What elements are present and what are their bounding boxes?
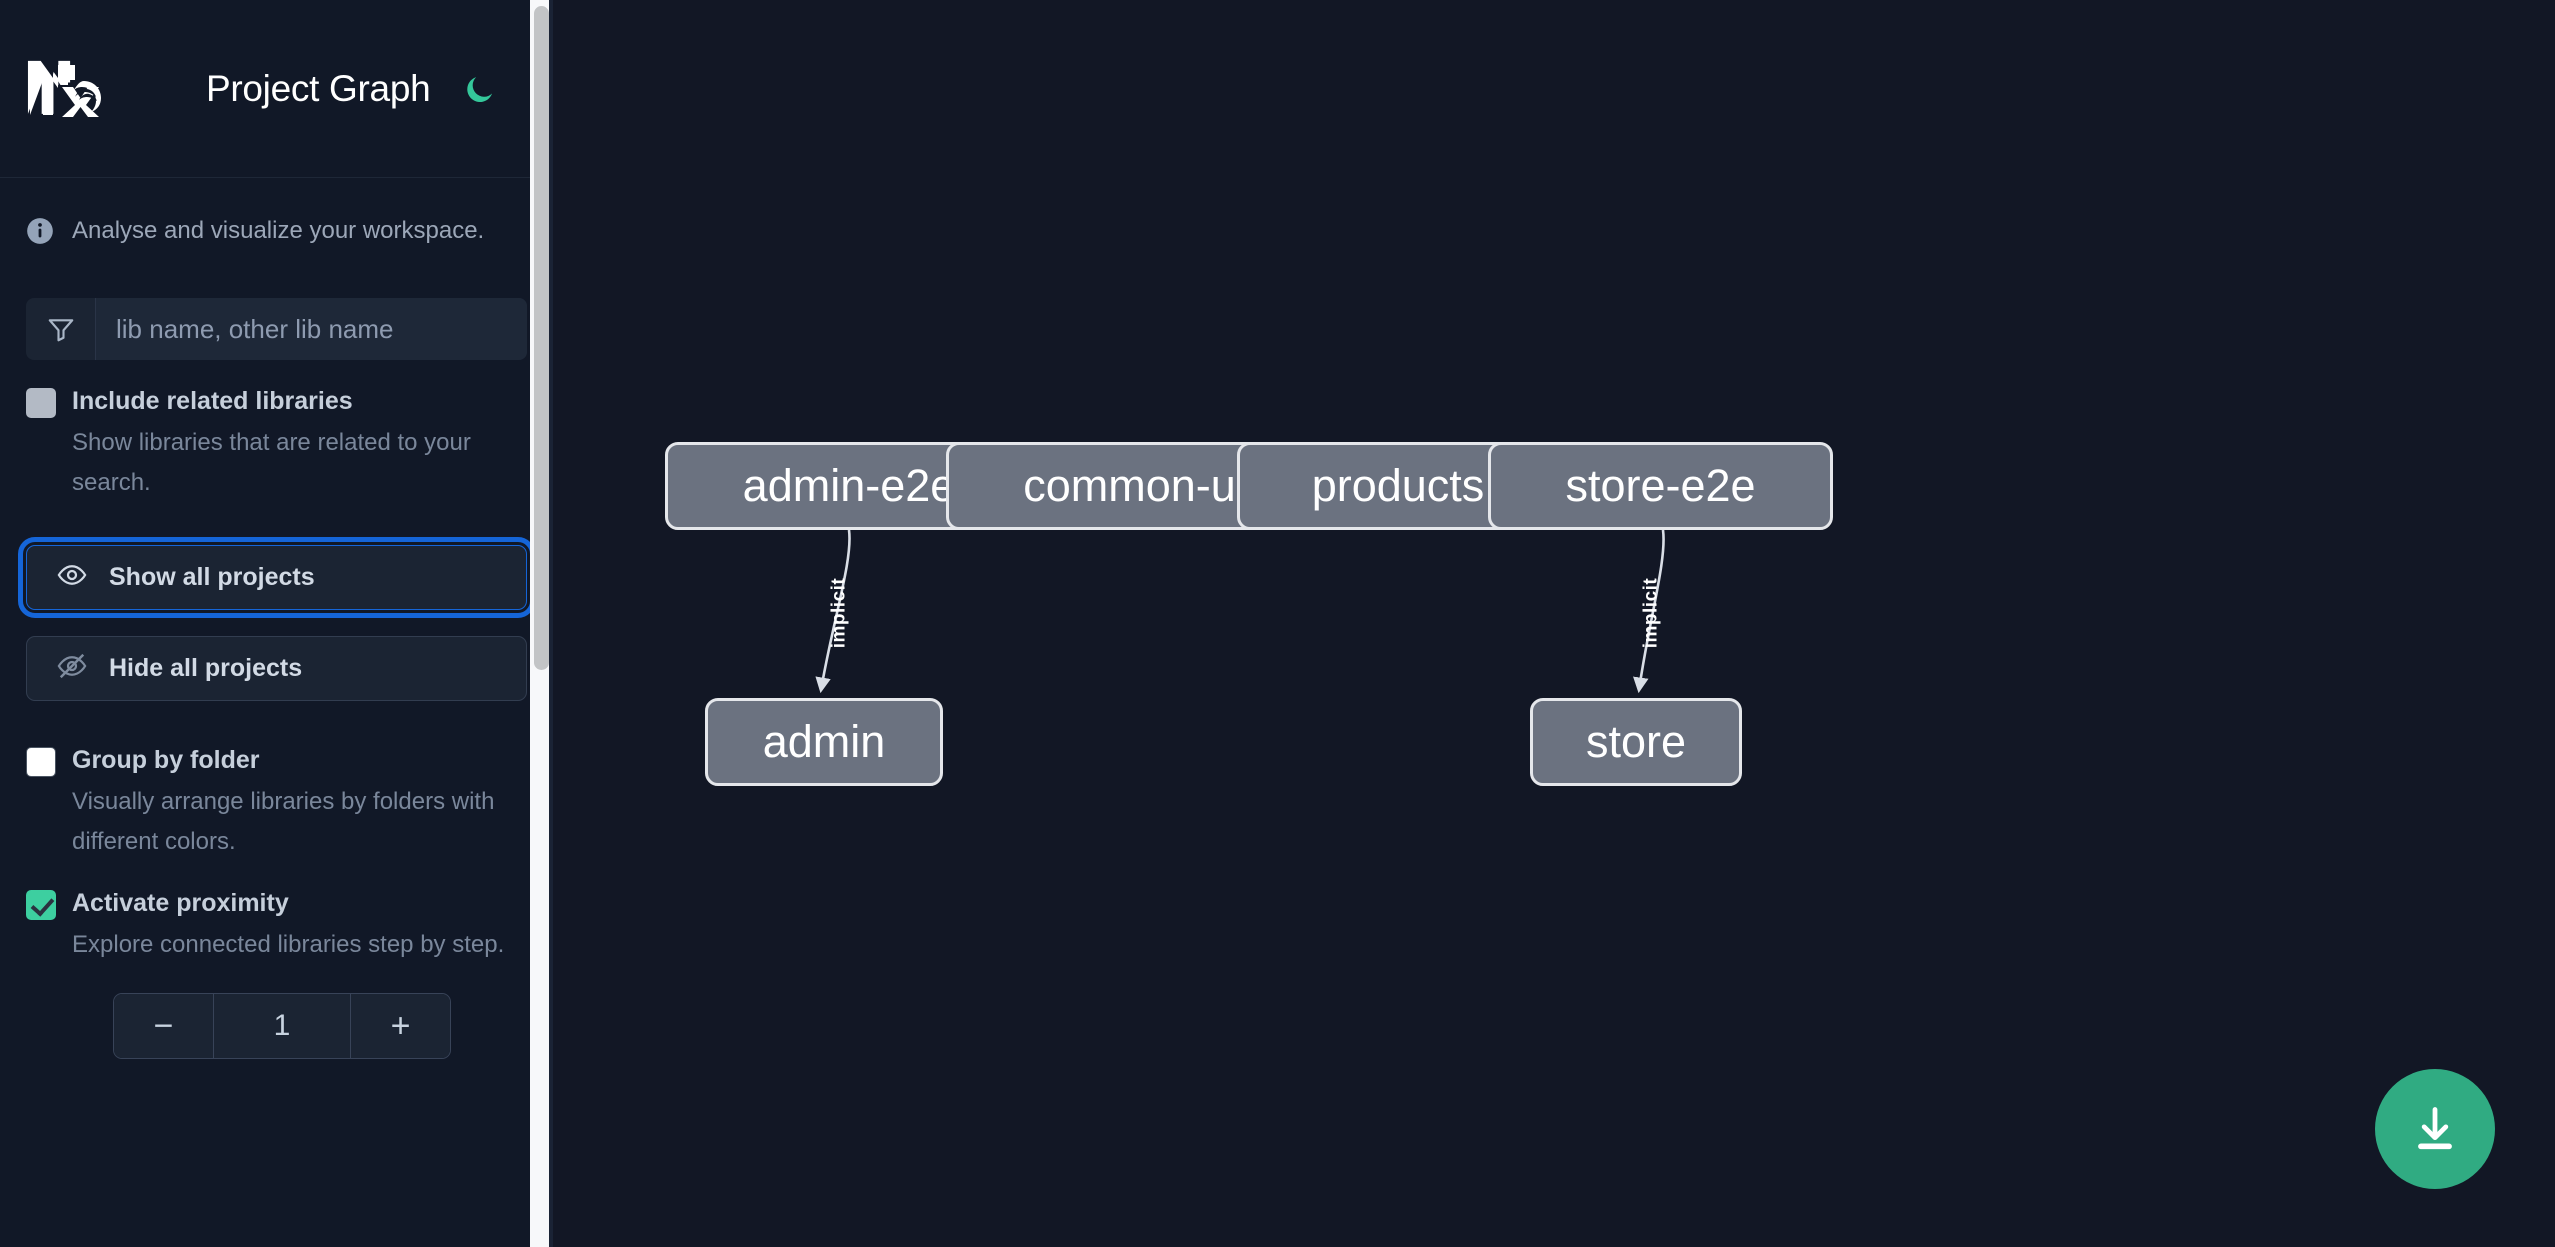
- proximity-decrement-button[interactable]: −: [114, 994, 214, 1058]
- graph-node-label: store-e2e: [1565, 460, 1756, 511]
- graph-edges: [815, 529, 1665, 694]
- moon-icon[interactable]: [460, 69, 500, 109]
- show-all-projects-label: Show all projects: [109, 563, 315, 591]
- download-icon: [2418, 1107, 2452, 1150]
- search-input[interactable]: [96, 298, 527, 360]
- activate-proximity-checkbox[interactable]: [26, 890, 56, 920]
- graph-node-label: store: [1585, 716, 1687, 767]
- tagline-text: Analyse and visualize your workspace.: [72, 216, 485, 244]
- graph-canvas[interactable]: admin-e2e common-ui products store-e2e admin…: [553, 0, 2555, 1247]
- show-all-projects-button[interactable]: Show all projects: [18, 537, 535, 618]
- graph-node-store-e2e[interactable]: store-e2e: [1488, 442, 1833, 530]
- include-related-libraries-checkbox[interactable]: [26, 388, 56, 418]
- eye-off-icon: [57, 651, 87, 686]
- graph-layer: admin-e2e common-ui products store-e2e admin…: [553, 0, 2555, 1247]
- edge-label-admin-e2e-to-admin: implicit: [828, 577, 850, 649]
- activate-proximity-description: Explore connected libraries step by step…: [72, 931, 505, 958]
- include-related-libraries-description: Show libraries that are related to your …: [72, 429, 471, 496]
- proximity-increment-button[interactable]: +: [350, 994, 450, 1058]
- sidebar-divider: [549, 0, 553, 1247]
- sidebar-scrollbar-thumb[interactable]: [534, 6, 549, 670]
- edge-label-store-e2e-to-store: implicit: [1640, 577, 1662, 649]
- hide-all-projects-button[interactable]: Hide all projects: [26, 636, 527, 701]
- group-by-folder-label: Group by folder: [72, 746, 260, 774]
- graph-node-label: products: [1311, 460, 1485, 511]
- graph-node-store[interactable]: store: [1530, 698, 1742, 786]
- option-activate-proximity: Activate proximity Explore connected lib…: [0, 886, 553, 965]
- group-by-folder-checkbox[interactable]: [26, 747, 56, 777]
- brand-header: Project Graph: [0, 0, 553, 178]
- option-include-related-libraries: Include related libraries Show libraries…: [0, 384, 553, 503]
- eye-icon: [57, 560, 87, 595]
- group-by-folder-description: Visually arrange libraries by folders wi…: [72, 788, 495, 855]
- info-icon: [26, 217, 54, 245]
- sidebar: Project Graph Analyse and visualize yo: [0, 0, 553, 1247]
- page-title: Project Graph: [206, 67, 431, 109]
- activate-proximity-label: Activate proximity: [72, 889, 289, 917]
- include-related-libraries-label: Include related libraries: [72, 387, 353, 415]
- tagline: Analyse and visualize your workspace.: [0, 178, 553, 283]
- graph-node-label: common-ui: [1023, 460, 1246, 511]
- nx-logo-icon: [26, 59, 122, 119]
- download-image-button[interactable]: [2375, 1069, 2495, 1189]
- graph-node-admin[interactable]: admin: [705, 698, 943, 786]
- sidebar-scrollbar-track[interactable]: [530, 0, 553, 1247]
- filter-funnel-icon[interactable]: [26, 298, 96, 360]
- graph-node-label: admin: [762, 716, 886, 767]
- option-group-by-folder: Group by folder Visually arrange librari…: [0, 743, 553, 862]
- hide-all-projects-label: Hide all projects: [109, 654, 303, 682]
- proximity-stepper: − 1 +: [113, 993, 451, 1059]
- graph-node-label: admin-e2e: [742, 460, 956, 511]
- proximity-value: 1: [214, 994, 350, 1058]
- search-field[interactable]: [26, 298, 527, 360]
